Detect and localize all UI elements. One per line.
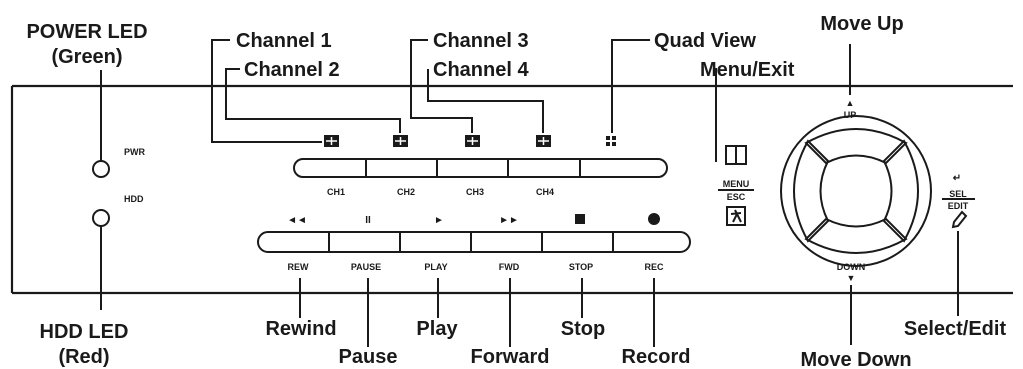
ch3-label: CH3 [466, 187, 484, 197]
power-led-callout: POWER LED [26, 21, 147, 43]
channel1-leader [211, 39, 322, 143]
down-label: DOWN [837, 262, 866, 272]
channel3-callout: Channel 3 [433, 30, 529, 52]
ch3-grid-icon [465, 135, 480, 147]
down-arrow-icon: ▼ [847, 273, 856, 283]
ch1-label: CH1 [327, 187, 345, 197]
up-arrow-icon: ▲ [846, 98, 855, 108]
hdd-label: HDD [124, 194, 144, 204]
record-callout: Record [622, 346, 691, 368]
down-key[interactable] [804, 217, 908, 254]
rewind-icon: ◄◄ [287, 215, 307, 226]
sel-label: SEL [949, 189, 967, 199]
forward-callout: Forward [471, 346, 550, 368]
hdd-led-color-callout: (Red) [58, 346, 109, 368]
play-callout: Play [416, 318, 458, 340]
up-label: UP [844, 110, 857, 120]
quad-view-leader [611, 39, 650, 133]
edit-label: EDIT [948, 201, 969, 211]
select-edit-callout: Select/Edit [904, 318, 1007, 340]
channel3-leader [410, 39, 473, 133]
play-icon: ► [434, 215, 444, 226]
stop-label: STOP [569, 262, 593, 272]
left-key[interactable] [793, 139, 830, 243]
channel2-callout: Channel 2 [244, 59, 340, 81]
rewind-callout: Rewind [265, 318, 336, 340]
menu-exit-callout: Menu/Exit [700, 59, 795, 81]
channel-button-bar[interactable] [293, 158, 668, 178]
channel2-leader [225, 68, 401, 133]
rew-label: REW [288, 262, 310, 272]
play-label: PLAY [424, 262, 447, 272]
esc-label: ESC [727, 192, 746, 202]
forward-icon: ►► [499, 215, 519, 226]
up-key[interactable] [804, 128, 908, 165]
ch1-grid-icon [324, 135, 339, 147]
enter-icon: ↵ [953, 173, 961, 184]
quad-view-callout: Quad View [654, 30, 756, 52]
move-down-callout: Move Down [800, 349, 911, 369]
channel1-callout: Channel 1 [236, 30, 332, 52]
channel4-leader [427, 69, 544, 133]
ch4-label: CH4 [536, 187, 554, 197]
pause-label: PAUSE [351, 262, 381, 272]
pause-icon: II [365, 215, 371, 226]
fwd-label: FWD [499, 262, 520, 272]
ch4-grid-icon [536, 135, 551, 147]
exit-person-icon [726, 206, 746, 226]
menu-label: MENU [723, 179, 750, 189]
channel4-callout: Channel 4 [433, 59, 529, 81]
ch2-label: CH2 [397, 187, 415, 197]
pwr-label: PWR [124, 147, 145, 157]
rec-label: REC [644, 262, 664, 272]
pencil-icon [951, 210, 968, 229]
record-circle-icon [648, 213, 660, 225]
right-key[interactable] [882, 139, 919, 243]
hdd-led [92, 209, 110, 227]
stop-callout: Stop [561, 318, 605, 340]
ch2-grid-icon [393, 135, 408, 147]
book-icon [725, 145, 747, 165]
pause-callout: Pause [339, 346, 398, 368]
power-led-color-callout: (Green) [51, 46, 122, 68]
quad-dots-icon [606, 136, 616, 146]
power-led [92, 160, 110, 178]
direction-pad[interactable] [780, 115, 932, 267]
move-up-callout: Move Up [820, 13, 903, 35]
transport-button-bar[interactable] [257, 231, 691, 253]
hdd-led-callout: HDD LED [40, 321, 129, 343]
stop-square-icon [575, 214, 585, 224]
